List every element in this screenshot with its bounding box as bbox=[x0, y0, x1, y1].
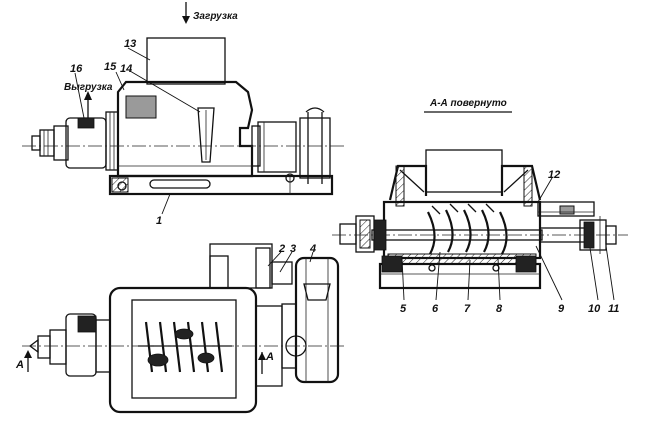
loading-caption: Загрузка bbox=[193, 11, 238, 22]
loading-arrow-icon bbox=[182, 2, 190, 24]
feed-slot bbox=[197, 107, 215, 163]
label-10: 10 bbox=[588, 303, 601, 315]
section-auger bbox=[371, 203, 543, 255]
label-3: 3 bbox=[290, 243, 296, 255]
label-13: 13 bbox=[124, 38, 136, 50]
label-4: 4 bbox=[309, 243, 316, 255]
label-16: 16 bbox=[70, 63, 83, 75]
plan-view: А А 2 3 4 bbox=[15, 243, 345, 414]
side-plate bbox=[125, 95, 157, 119]
section-view: А-А повернуто bbox=[332, 98, 628, 315]
section-base bbox=[378, 262, 542, 290]
section-mark-left: А bbox=[15, 359, 24, 371]
label-2: 2 bbox=[278, 243, 285, 255]
base-frame bbox=[108, 174, 334, 196]
label-14: 14 bbox=[120, 63, 132, 75]
plan-motor bbox=[294, 256, 340, 384]
side-view: Загрузка Выгрузка bbox=[22, 2, 345, 227]
label-7: 7 bbox=[464, 303, 471, 315]
hopper bbox=[146, 37, 226, 85]
unloading-caption: Выгрузка bbox=[64, 82, 113, 93]
label-8: 8 bbox=[496, 303, 503, 315]
label-6: 6 bbox=[432, 303, 439, 315]
unloading-arrow-icon bbox=[84, 91, 92, 118]
gearbox bbox=[257, 121, 297, 173]
label-1: 1 bbox=[156, 215, 162, 227]
section-mark-right: А bbox=[265, 351, 274, 363]
label-11: 11 bbox=[608, 303, 619, 315]
section-hopper bbox=[425, 149, 503, 193]
label-9: 9 bbox=[558, 303, 565, 315]
section-casing bbox=[388, 164, 542, 201]
plan-auger bbox=[138, 321, 232, 373]
section-title: А-А повернуто bbox=[429, 98, 507, 109]
label-5: 5 bbox=[400, 303, 407, 315]
label-12: 12 bbox=[548, 169, 560, 181]
label-15: 15 bbox=[104, 61, 117, 73]
